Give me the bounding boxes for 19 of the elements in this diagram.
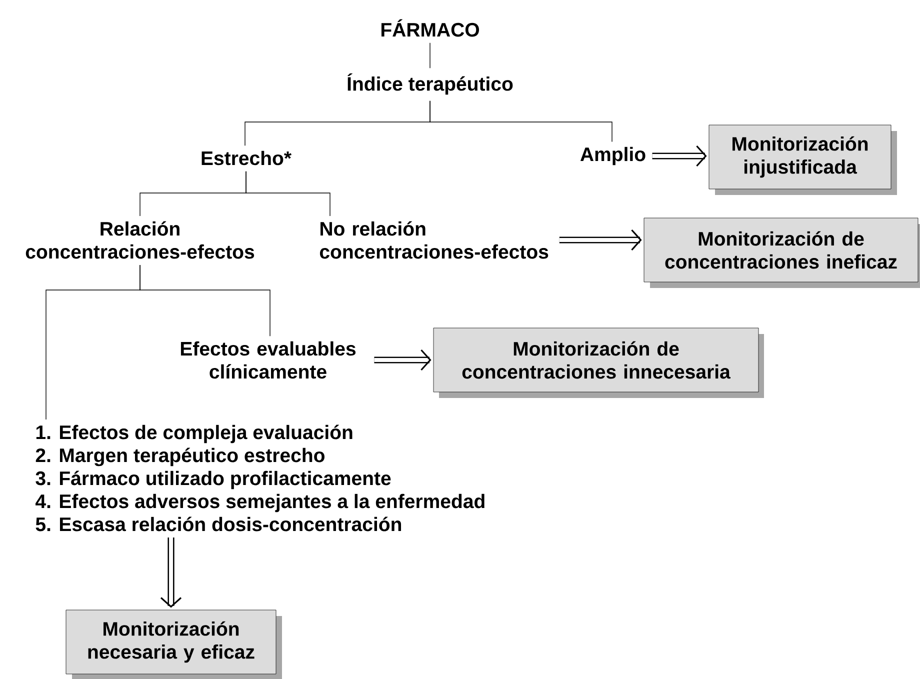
arrow bbox=[374, 349, 432, 371]
numbered-list: 1. Efectos de compleja evaluación 2. Margen terapéutico estrecho 3. Fármaco utilizado profilacticamente 4. Efectos adversos semejantes a la enfermedad 5. Escasa relación dosis-concentración bbox=[36, 424, 484, 532]
branch-label: Amplio bbox=[580, 146, 646, 166]
arrow bbox=[652, 145, 707, 167]
result-box: Monitorización necesaria y eficaz bbox=[66, 610, 282, 679]
arrow bbox=[559, 229, 642, 251]
branch-label: Índice terapéutico bbox=[348, 73, 513, 95]
branch-label: Relación concentraciones-efectos bbox=[26, 221, 254, 259]
branch-label: Estrecho* bbox=[202, 150, 292, 166]
branch-label: No relación concentraciones-efectos bbox=[320, 221, 548, 259]
tree-connector bbox=[430, 100, 612, 142]
arrow bbox=[160, 537, 182, 608]
tree-connector bbox=[246, 171, 330, 216]
branch-label: FÁRMACO bbox=[381, 19, 479, 37]
result-box: Monitorización de concentraciones ineficaz bbox=[644, 218, 920, 288]
result-box: Monitorización injustificada bbox=[708, 124, 897, 195]
branch-label: Efectos evaluables clínicamente bbox=[180, 341, 356, 379]
result-box: Monitorización de concentraciones innecesaria bbox=[433, 328, 764, 398]
tree-connector bbox=[46, 264, 140, 420]
